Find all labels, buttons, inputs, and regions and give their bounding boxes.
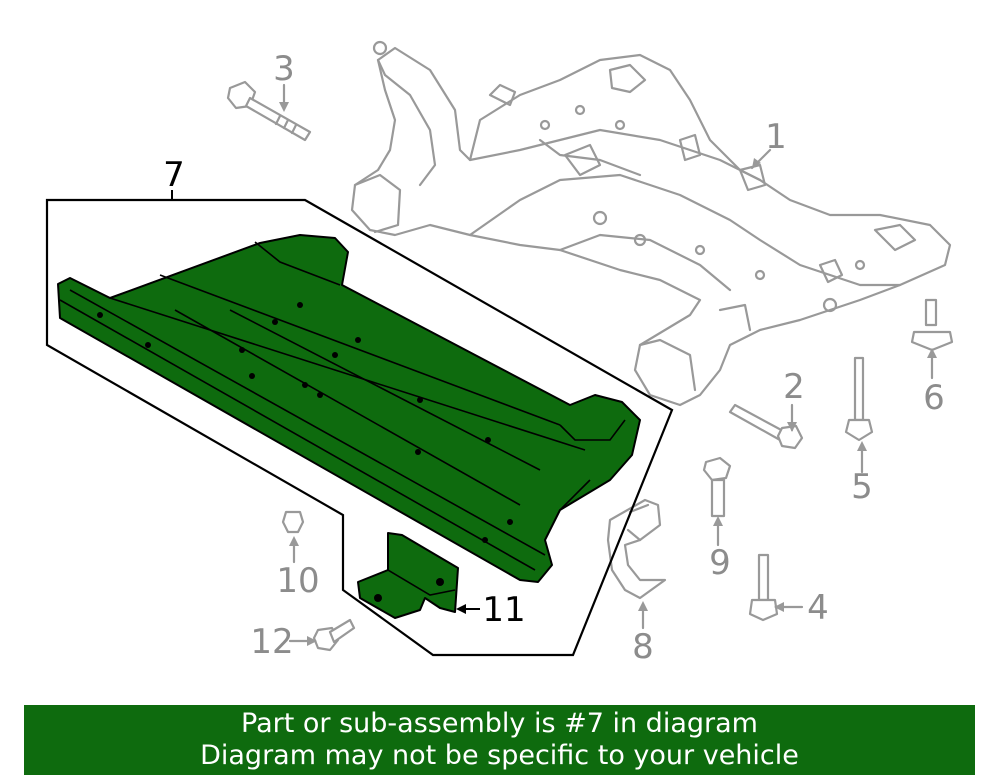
- bolt-part-12: [312, 618, 356, 652]
- bolt-part-3: [226, 80, 312, 142]
- bracket-part-8: [606, 498, 667, 600]
- bolt-part-5: [844, 356, 874, 442]
- callout-2: 2: [783, 367, 805, 407]
- bolt-part-9: [702, 456, 732, 518]
- callout-8: 8: [632, 627, 654, 667]
- bracket-part-11: [357, 532, 459, 619]
- bolt-part-6: [910, 298, 954, 352]
- callout-6: 6: [923, 378, 945, 418]
- parts-diagram: 1 2 3 4 5 6 7 8 9 10 11 12: [45, 40, 954, 667]
- callout-9: 9: [709, 543, 731, 583]
- clip-part-10: [281, 510, 305, 534]
- callout-5: 5: [851, 467, 873, 507]
- banner-line-1: Part or sub-assembly is #7 in diagram: [241, 708, 758, 739]
- callout-11: 11: [482, 590, 525, 630]
- subframe-part-1: [350, 40, 952, 407]
- banner-line-2: Diagram may not be specific to your vehi…: [200, 740, 799, 771]
- callout-1: 1: [765, 117, 787, 157]
- callout-3: 3: [273, 49, 295, 89]
- callout-12: 12: [250, 622, 293, 662]
- callout-4: 4: [807, 588, 829, 628]
- callout-7: 7: [163, 155, 185, 195]
- callout-10: 10: [276, 561, 319, 601]
- part-7-group-outline: [45, 190, 674, 657]
- bolt-part-2: [728, 403, 804, 450]
- bolt-part-4: [748, 553, 779, 622]
- info-banner: Part or sub-assembly is #7 in diagram Di…: [24, 705, 975, 775]
- leader-arrows: [279, 83, 937, 646]
- shield-part-7: [57, 234, 641, 583]
